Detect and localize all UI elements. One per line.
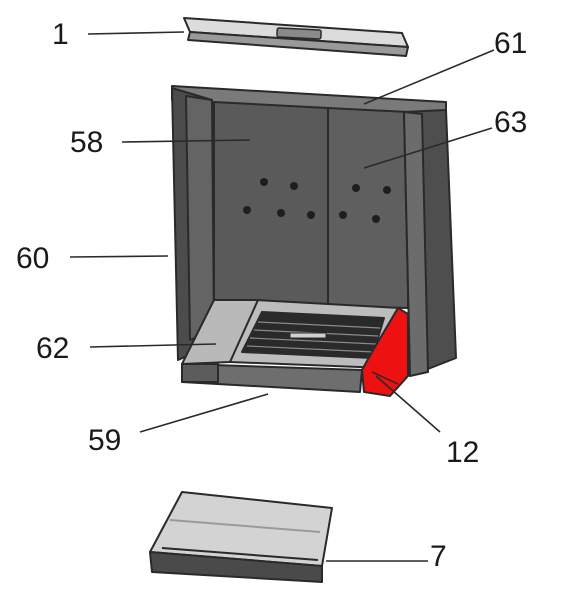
part-58-back-panel bbox=[213, 101, 329, 307]
leader-lines bbox=[69, 31, 495, 562]
label-1: 1 bbox=[52, 18, 69, 51]
label-63: 63 bbox=[494, 106, 527, 139]
part-62-left-floor-brick bbox=[181, 299, 259, 365]
part-12-corner-brick[interactable] bbox=[361, 307, 409, 397]
label-61: 61 bbox=[494, 27, 527, 60]
firebox-body bbox=[171, 85, 457, 397]
label-58: 58 bbox=[70, 126, 103, 159]
part-labels: 1 61 58 63 60 62 59 12 7 bbox=[16, 18, 527, 573]
part-1-top-plate bbox=[183, 17, 409, 57]
label-59: 59 bbox=[88, 424, 121, 457]
grate-bars bbox=[246, 321, 381, 353]
part-7-ash-pan bbox=[149, 491, 333, 583]
label-12: 12 bbox=[446, 436, 479, 469]
back-panel-holes bbox=[243, 178, 391, 223]
handle-slot bbox=[276, 27, 322, 40]
part-63-back-panel bbox=[327, 107, 409, 309]
label-60: 60 bbox=[16, 242, 49, 275]
label-62: 62 bbox=[36, 332, 69, 365]
label-7: 7 bbox=[430, 540, 447, 573]
